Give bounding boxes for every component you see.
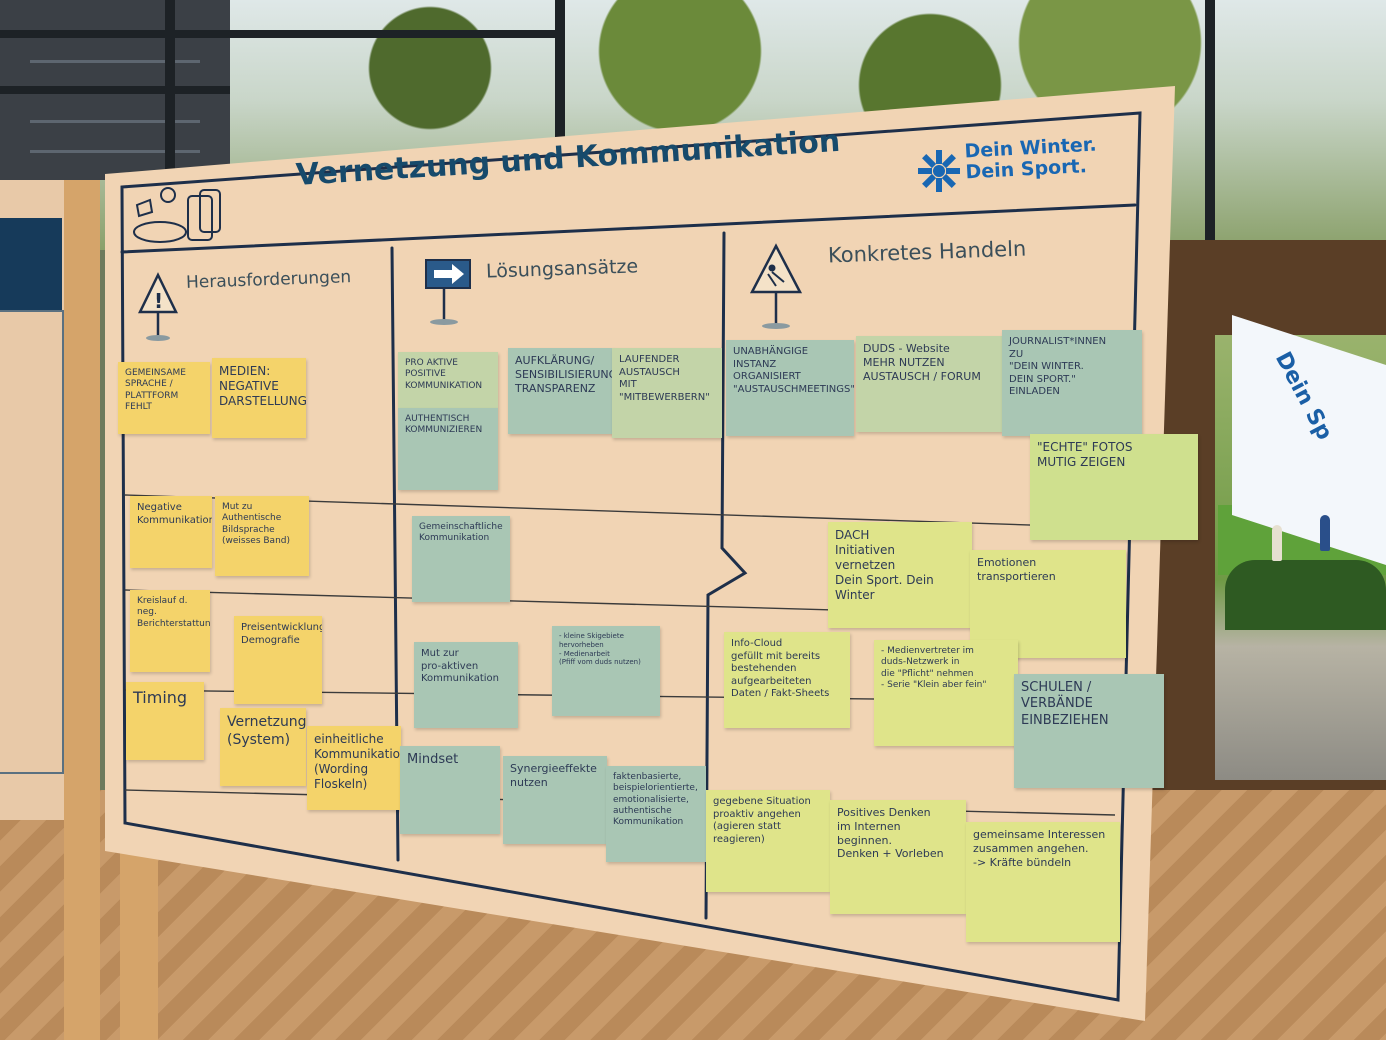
sticky-note: Kreislauf d. neg. Berichterstattung <box>130 590 210 672</box>
snowflake-logo-icon <box>916 148 962 194</box>
sticky-note: DUDS - Website MEHR NUTZEN AUSTAUSCH / F… <box>856 336 1002 432</box>
svg-text:!: ! <box>154 289 163 313</box>
sticky-note: Positives Denken im Internen beginnen. D… <box>830 800 966 914</box>
sticky-note: AUFKLÄRUNG/ SENSIBILISIERUNG TRANSPARENZ <box>508 348 614 434</box>
sticky-note: JOURNALIST*INNEN ZU "DEIN WINTER. DEIN S… <box>1002 330 1142 436</box>
sticky-note: "ECHTE" FOTOS MUTIG ZEIGEN <box>1030 434 1198 540</box>
sticky-note: UNABHÄNGIGE INSTANZ ORGANISIERT "AUSTAUS… <box>726 340 854 436</box>
sticky-note: AUTHENTISCH KOMMUNIZIEREN <box>398 408 498 490</box>
sticky-note: Vernetzung (System) <box>220 708 306 786</box>
sticky-note: - Medienvertreter im duds-Netzwerk in di… <box>874 640 1018 746</box>
sticky-note: Timing <box>126 682 204 760</box>
sticky-note: Mindset <box>400 746 500 834</box>
construction-sign-icon <box>752 246 800 329</box>
sticky-note: Negative Kommunikation <box>130 496 212 568</box>
sticky-note: Mut zu Authentische Bildsprache (weisses… <box>215 496 309 576</box>
sticky-note: SCHULEN / VERBÄNDE EINBEZIEHEN <box>1014 674 1164 788</box>
arrow-sign-icon <box>426 260 470 325</box>
sticky-note: PRO AKTIVE POSITIVE KOMMUNIKATION <box>398 352 498 408</box>
sticky-note: einheitliche Kommunikation (Wording Flos… <box>307 726 401 810</box>
sticky-note: gegebene Situation proaktiv angehen (agi… <box>706 790 830 892</box>
sticky-note: Synergieeffekte nutzen <box>503 756 607 844</box>
brand-slogan: Dein Winter. Dein Sport. <box>964 135 1098 184</box>
sticky-note: gemeinsame Interessen zusammen angehen. … <box>966 822 1120 942</box>
sticky-note: MEDIEN: NEGATIVE DARSTELLUNG <box>212 358 306 438</box>
sticky-note: Preisentwicklung Demografie <box>234 616 322 704</box>
sticky-note: GEMEINSAME SPRACHE / PLATTFORM FEHLT <box>118 362 210 434</box>
sticky-note: Gemeinschaftliche Kommunikation <box>412 516 510 602</box>
warning-sign-icon: ! <box>140 275 176 341</box>
sticky-note: faktenbasierte, beispielorientierte, emo… <box>606 766 706 862</box>
sticky-note: Info-Cloud gefüllt mit bereits bestehend… <box>724 632 850 728</box>
sticky-note: - kleine Skigebiete hervorheben - Medien… <box>552 626 660 716</box>
sticky-note: DACH Initiativen vernetzen Dein Sport. D… <box>828 522 972 628</box>
devices-sketch-icon <box>134 188 220 242</box>
sticky-note: LAUFENDER AUSTAUSCH MIT "MITBEWERBERN" <box>612 348 722 438</box>
sticky-note: Mut zur pro-aktiven Kommunikation <box>414 642 518 728</box>
